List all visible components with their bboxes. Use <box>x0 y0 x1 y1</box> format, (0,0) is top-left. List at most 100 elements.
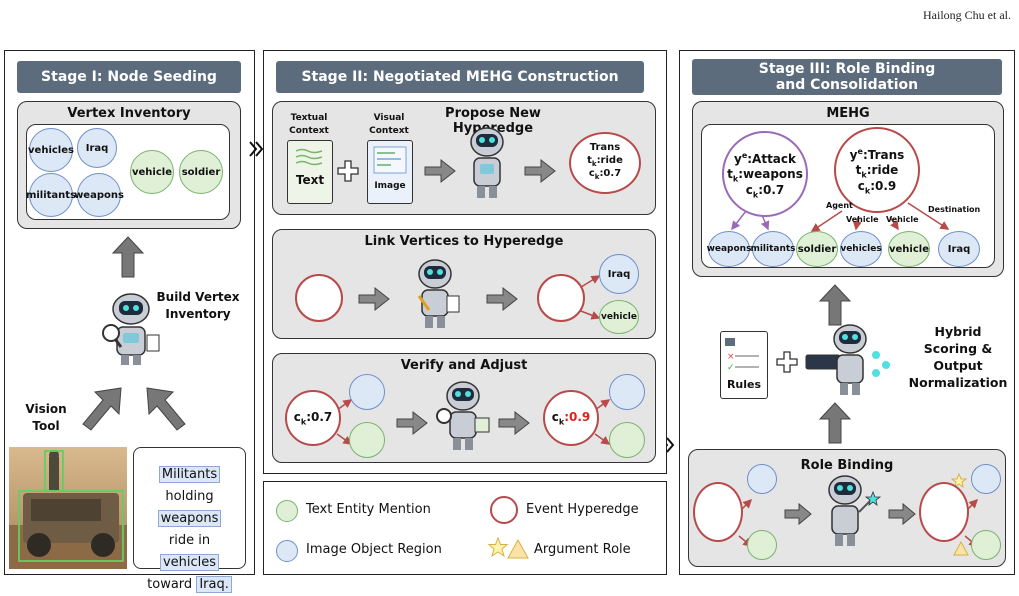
trans-type: ye:Trans <box>836 147 918 162</box>
trans-trigger-val: :ride <box>866 163 899 177</box>
verify-box: Verify and Adjust ck:0.7 <box>272 353 656 463</box>
inv-node-iraq: Iraq <box>77 128 117 168</box>
attack-sup: e <box>741 151 748 160</box>
robot-magnifier-icon <box>102 293 160 365</box>
code-lines-icon <box>373 146 407 174</box>
trigger-sub: k <box>591 160 597 168</box>
mehg-node-iraq: Iraq <box>938 231 980 267</box>
legend-arg-role: Argument Role <box>534 542 631 557</box>
attack-csub: k <box>752 190 759 200</box>
link-node-iraq: Iraq <box>599 254 639 294</box>
sentence-box: Militants holding weapons ride in vehicl… <box>133 447 246 593</box>
mehg-node-weapons: weapons <box>707 231 751 267</box>
rules-label: Rules <box>726 378 762 391</box>
before-var: c <box>293 410 301 424</box>
chevron-right-icon <box>249 141 264 157</box>
legend-star-triangle-icon <box>487 536 529 559</box>
verify-before-blue <box>349 374 385 410</box>
trans-c: c <box>857 179 865 193</box>
after-var: c <box>551 410 559 424</box>
scoring-label: Hybrid Scoring & Output Normalization <box>908 324 1008 390</box>
mehg-edges <box>731 202 950 232</box>
role-destination: Destination <box>928 205 981 214</box>
before-val: :0.7 <box>306 410 333 424</box>
verify-after-green <box>609 422 645 458</box>
trans-tsub: k <box>861 170 867 180</box>
verify-after-blue <box>609 374 645 410</box>
plus-icon <box>337 160 359 182</box>
vertex-inventory-box: Vertex Inventory vehicles Iraq militants… <box>17 101 241 229</box>
link-box: Link Vertices to Hyperedge Iraq vehicle <box>272 229 656 339</box>
attack-y: y <box>733 152 742 166</box>
trans-trigger: tk:ride <box>836 163 918 179</box>
stage1-header: Stage I: Node Seeding <box>17 61 241 93</box>
proposed-edge-type: Trans <box>589 142 621 153</box>
attack-c: c <box>745 183 753 197</box>
before-sub: k <box>300 417 307 427</box>
conf-var: c <box>588 168 595 179</box>
empty-hyperedge <box>295 274 343 322</box>
running-header: Hailong Chu et al. <box>923 8 1011 22</box>
verify-before-conf: ck:0.7 <box>287 410 339 426</box>
link-node-vehicle: vehicle <box>599 300 639 334</box>
trans-hyperedge: ye:Trans tk:ride ck:0.9 <box>834 127 920 213</box>
role-vehicle-2: Vehicle <box>886 215 919 224</box>
rb-before-hyperedge <box>693 482 743 542</box>
scene-photo-image <box>9 447 127 569</box>
attack-tsub: k <box>732 174 739 184</box>
inv-node-soldier: soldier <box>179 150 223 194</box>
stage3-header: Stage III: Role Binding and Consolidatio… <box>692 59 1002 95</box>
sentence-text: Militants holding weapons ride in vehicl… <box>138 464 241 596</box>
linked-hyperedge <box>537 274 585 322</box>
text-card: Text <box>287 140 333 204</box>
verify-after-conf: ck:0.9 <box>545 410 597 426</box>
after-sep: : <box>564 410 569 424</box>
sentence-word-ridein: ride in <box>168 533 211 548</box>
rb-after-hyperedge <box>919 482 969 542</box>
inv-node-militants: militants <box>26 173 76 217</box>
legend-event-edge: Event Hyperedge <box>526 502 639 517</box>
rb-before-green <box>747 530 777 560</box>
attack-conf-val: :0.7 <box>758 183 785 197</box>
legend-image-region: Image Object Region <box>306 542 442 557</box>
legend-panel: Text Entity Mention Image Object Region … <box>263 481 667 575</box>
right-arrow-icon-7 <box>784 502 812 526</box>
stage1-panel: Stage I: Node Seeding Vertex Inventory v… <box>4 50 255 593</box>
sentence-word-vehicles: vehicles <box>159 554 220 571</box>
text-card-label: Text <box>295 173 325 187</box>
stage3-title-line2: and Consolidation <box>775 77 919 93</box>
legend-blue-icon <box>276 540 298 562</box>
mehg-box: MEHG ye:Attack tk:weapons <box>692 101 1004 277</box>
mehg-node-soldier: soldier <box>796 231 838 267</box>
right-arrow-icon-3 <box>358 286 390 312</box>
sentence-word-toward: toward <box>147 577 193 592</box>
image-card: Image <box>367 140 413 204</box>
diag-arrow-right-icon <box>82 387 122 431</box>
stage3-title-line1: Stage III: Role Binding <box>758 61 936 77</box>
sentence-word-holding: holding <box>165 489 214 504</box>
build-vertex-label: Build Vertex Inventory <box>156 290 240 321</box>
after-sub: k <box>558 417 565 427</box>
verify-title: Verify and Adjust <box>400 358 528 373</box>
sentence-word-militants: Militants <box>158 466 221 483</box>
trans-sup: e <box>857 147 863 156</box>
robot-link-icon <box>417 259 460 328</box>
trans-conf-val: :0.9 <box>870 179 897 193</box>
right-arrow-icon <box>424 158 456 184</box>
attack-t: t <box>727 167 733 181</box>
legend-text-entity: Text Entity Mention <box>306 502 431 517</box>
trigger-val: :ride <box>596 155 623 166</box>
verify-before-hyperedge: ck:0.7 <box>285 390 341 446</box>
inv-node-vehicles: vehicles <box>28 128 74 172</box>
vertex-inventory-title: Vertex Inventory <box>67 106 191 121</box>
after-val: 0.9 <box>569 410 591 424</box>
conf-val: :0.7 <box>599 168 622 179</box>
trans-type-val: :Trans <box>862 148 905 162</box>
rb-before-blue <box>747 464 777 494</box>
sentence-word-weapons: weapons <box>157 510 222 527</box>
inv-node-vehicle: vehicle <box>130 150 174 194</box>
proposed-hyperedge: Trans tk:ride ck:0.7 <box>569 132 641 194</box>
trans-t: t <box>855 163 862 177</box>
trans-conf: ck:0.9 <box>836 179 918 195</box>
stage2-panel: Stage II: Negotiated MEHG Construction P… <box>263 50 667 474</box>
